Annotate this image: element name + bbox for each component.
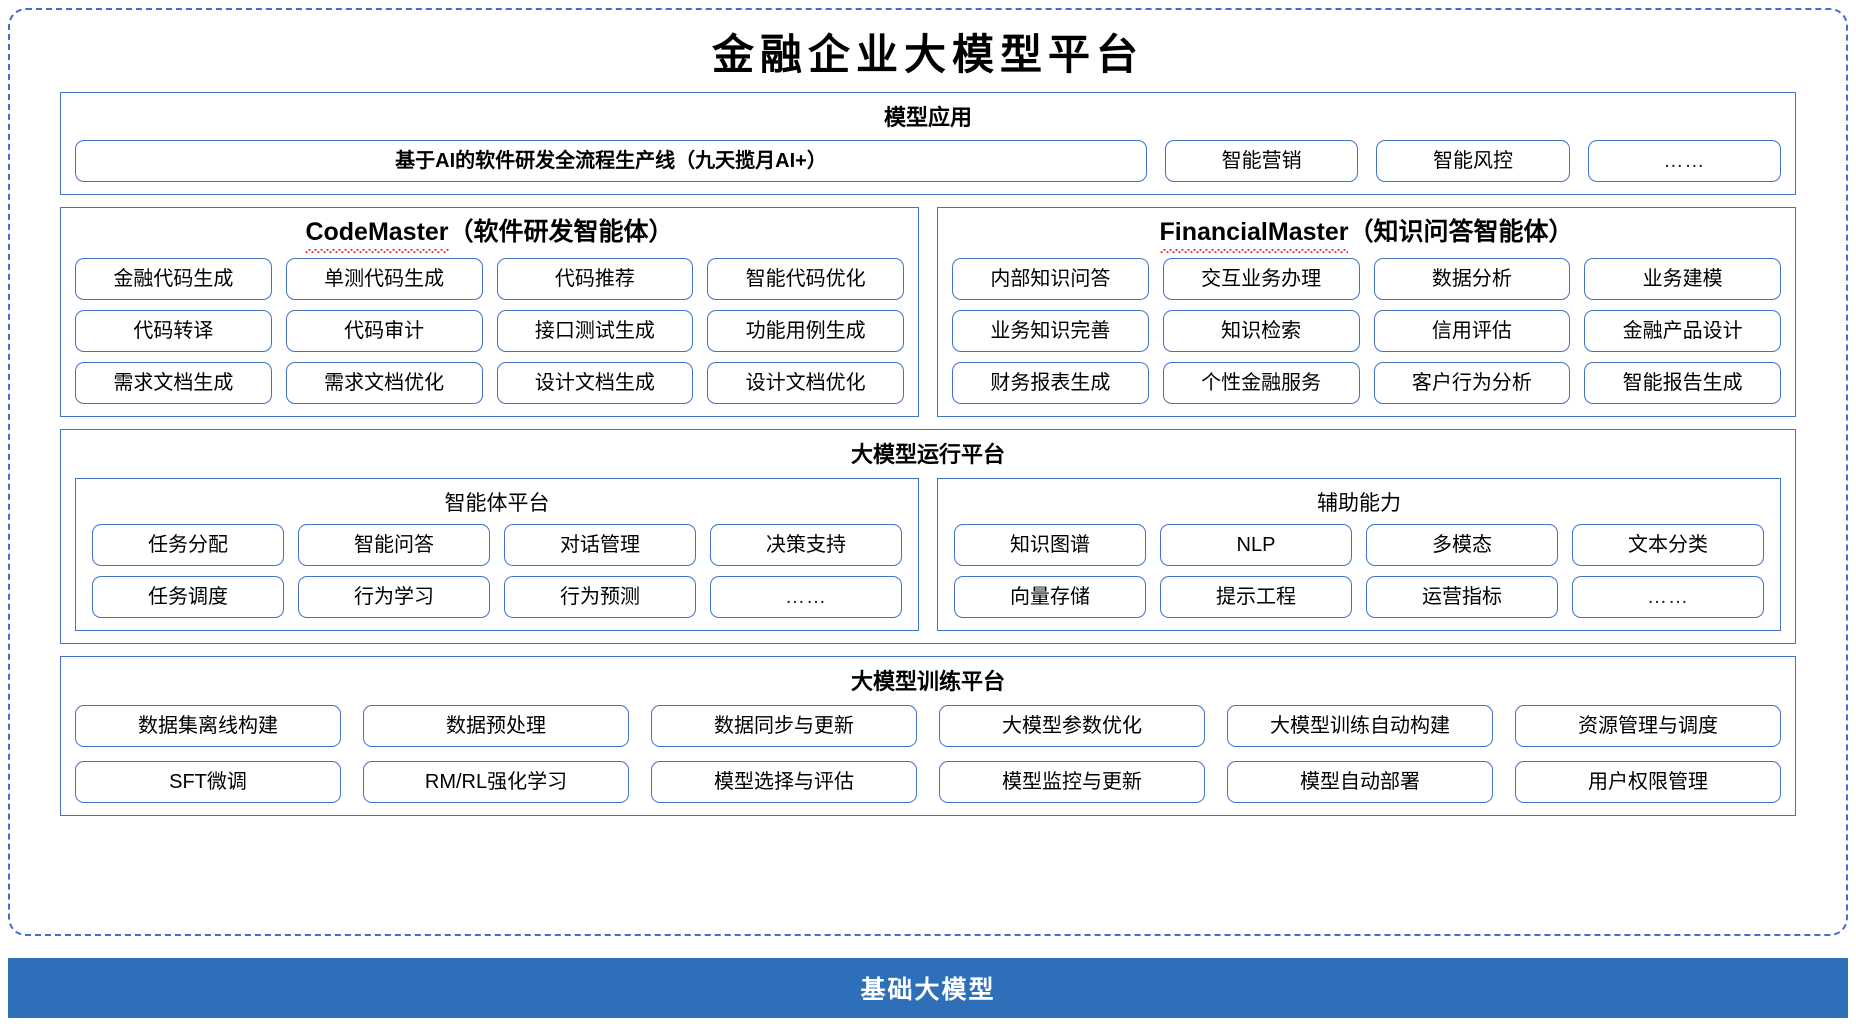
codemaster-item[interactable]: 设计文档生成 bbox=[496, 362, 694, 405]
agent-platform-item[interactable]: 智能问答 bbox=[298, 523, 490, 566]
app-flagship-pill[interactable]: 基于AI的软件研发全流程生产线（九天揽月AI+） bbox=[75, 140, 1147, 183]
codemaster-item[interactable]: 智能代码优化 bbox=[707, 258, 904, 301]
agent-suffix-financialmaster: （知识问答智能体） bbox=[1348, 218, 1574, 247]
financialmaster-item[interactable]: 知识检索 bbox=[1162, 310, 1360, 353]
codemaster-row-1: 金融代码生成 单测代码生成 代码推荐 智能代码优化 bbox=[75, 258, 904, 301]
codemaster-item[interactable]: 金融代码生成 bbox=[75, 258, 272, 301]
section-title-training-platform: 大模型训练平台 bbox=[850, 668, 1005, 694]
training-item[interactable]: 资源管理与调度 bbox=[1515, 704, 1781, 747]
codemaster-item[interactable]: 需求文档优化 bbox=[285, 362, 483, 405]
auxiliary-row-1: 知识图谱 NLP 多模态 文本分类 bbox=[954, 523, 1764, 566]
financialmaster-item[interactable]: 业务知识完善 bbox=[952, 310, 1149, 353]
app-pill-risk-control[interactable]: 智能风控 bbox=[1376, 140, 1570, 183]
training-item[interactable]: 数据同步与更新 bbox=[651, 704, 917, 747]
financialmaster-item[interactable]: 金融产品设计 bbox=[1584, 310, 1781, 353]
codemaster-row-2: 代码转译 代码审计 接口测试生成 功能用例生成 bbox=[75, 310, 904, 353]
codemaster-row-3: 需求文档生成 需求文档优化 设计文档生成 设计文档优化 bbox=[75, 362, 904, 405]
training-item[interactable]: 数据预处理 bbox=[363, 704, 629, 747]
financialmaster-item[interactable]: 客户行为分析 bbox=[1373, 362, 1571, 405]
agent-name-codemaster: CodeMaster bbox=[305, 216, 449, 253]
run-platform-panels: 智能体平台 任务分配 智能问答 对话管理 决策支持 任务调度 行为学习 行为预测… bbox=[75, 477, 1781, 631]
financialmaster-row-2: 业务知识完善 知识检索 信用评估 金融产品设计 bbox=[952, 310, 1781, 353]
training-item[interactable]: 模型选择与评估 bbox=[651, 760, 917, 803]
financialmaster-row-3: 财务报表生成 个性金融服务 客户行为分析 智能报告生成 bbox=[952, 362, 1781, 405]
agent-platform-row-2: 任务调度 行为学习 行为预测 …… bbox=[92, 575, 902, 618]
codemaster-item[interactable]: 代码转译 bbox=[75, 310, 272, 353]
codemaster-item[interactable]: 单测代码生成 bbox=[285, 258, 483, 301]
agent-platform-item[interactable]: 任务调度 bbox=[92, 575, 284, 618]
panel-auxiliary-capability: 辅助能力 知识图谱 NLP 多模态 文本分类 向量存储 提示工程 运营指标 …… bbox=[937, 477, 1781, 631]
agent-box-codemaster: CodeMaster（软件研发智能体） 金融代码生成 单测代码生成 代码推荐 智… bbox=[60, 207, 919, 418]
auxiliary-item[interactable]: 知识图谱 bbox=[954, 523, 1146, 566]
training-item[interactable]: 模型监控与更新 bbox=[939, 760, 1205, 803]
training-item[interactable]: 模型自动部署 bbox=[1227, 760, 1493, 803]
auxiliary-item[interactable]: 文本分类 bbox=[1572, 523, 1764, 566]
financialmaster-item[interactable]: 个性金融服务 bbox=[1162, 362, 1360, 405]
financialmaster-item[interactable]: 内部知识问答 bbox=[952, 258, 1149, 301]
section-title-model-application: 模型应用 bbox=[883, 104, 972, 130]
section-training-platform: 大模型训练平台 数据集离线构建 数据预处理 数据同步与更新 大模型参数优化 大模… bbox=[60, 655, 1796, 816]
financialmaster-row-1: 内部知识问答 交互业务办理 数据分析 业务建模 bbox=[952, 258, 1781, 301]
section-title-run-platform: 大模型运行平台 bbox=[850, 442, 1005, 468]
base-model-bar: 基础大模型 bbox=[8, 958, 1848, 1018]
training-platform-grid: 数据集离线构建 数据预处理 数据同步与更新 大模型参数优化 大模型训练自动构建 … bbox=[75, 704, 1781, 803]
panel-title-auxiliary-capability: 辅助能力 bbox=[1317, 491, 1401, 515]
agent-title-financialmaster: FinancialMaster（知识问答智能体） bbox=[952, 214, 1781, 258]
training-item[interactable]: 大模型参数优化 bbox=[939, 704, 1205, 747]
agent-platform-item[interactable]: 行为预测 bbox=[504, 575, 696, 618]
agent-platform-item[interactable]: 行为学习 bbox=[298, 575, 490, 618]
agent-platform-item[interactable]: 决策支持 bbox=[710, 523, 902, 566]
section-run-platform: 大模型运行平台 智能体平台 任务分配 智能问答 对话管理 决策支持 任务调度 行… bbox=[60, 429, 1796, 644]
auxiliary-item[interactable]: 多模态 bbox=[1366, 523, 1558, 566]
auxiliary-item[interactable]: NLP bbox=[1160, 523, 1352, 566]
codemaster-item[interactable]: 接口测试生成 bbox=[496, 310, 694, 353]
auxiliary-row-2: 向量存储 提示工程 运营指标 …… bbox=[954, 575, 1764, 618]
training-item[interactable]: 大模型训练自动构建 bbox=[1227, 704, 1493, 747]
app-pill-more[interactable]: …… bbox=[1587, 140, 1781, 183]
auxiliary-item-more[interactable]: …… bbox=[1572, 575, 1764, 618]
panel-agent-platform: 智能体平台 任务分配 智能问答 对话管理 决策支持 任务调度 行为学习 行为预测… bbox=[75, 477, 919, 631]
agent-platform-item[interactable]: 任务分配 bbox=[92, 523, 284, 566]
training-item[interactable]: 数据集离线构建 bbox=[75, 704, 341, 747]
agent-box-financialmaster: FinancialMaster（知识问答智能体） 内部知识问答 交互业务办理 数… bbox=[937, 207, 1796, 418]
codemaster-item[interactable]: 需求文档生成 bbox=[75, 362, 272, 405]
financialmaster-item[interactable]: 信用评估 bbox=[1373, 310, 1571, 353]
training-item[interactable]: 用户权限管理 bbox=[1515, 760, 1781, 803]
agent-platform-item[interactable]: 对话管理 bbox=[504, 523, 696, 566]
financialmaster-item[interactable]: 业务建模 bbox=[1584, 258, 1781, 301]
app-pill-marketing[interactable]: 智能营销 bbox=[1165, 140, 1359, 183]
financialmaster-item[interactable]: 数据分析 bbox=[1373, 258, 1571, 301]
agent-platform-row-1: 任务分配 智能问答 对话管理 决策支持 bbox=[92, 523, 902, 566]
codemaster-item[interactable]: 设计文档优化 bbox=[707, 362, 904, 405]
agents-container: CodeMaster（软件研发智能体） 金融代码生成 单测代码生成 代码推荐 智… bbox=[60, 207, 1796, 418]
platform-frame: 金融企业大模型平台 模型应用 基于AI的软件研发全流程生产线（九天揽月AI+） … bbox=[8, 8, 1848, 936]
agent-title-codemaster: CodeMaster（软件研发智能体） bbox=[75, 214, 904, 258]
financialmaster-item[interactable]: 财务报表生成 bbox=[952, 362, 1149, 405]
financialmaster-item[interactable]: 交互业务办理 bbox=[1162, 258, 1360, 301]
model-application-row: 基于AI的软件研发全流程生产线（九天揽月AI+） 智能营销 智能风控 …… bbox=[75, 140, 1781, 183]
auxiliary-item[interactable]: 运营指标 bbox=[1366, 575, 1558, 618]
auxiliary-item[interactable]: 提示工程 bbox=[1160, 575, 1352, 618]
panel-title-agent-platform: 智能体平台 bbox=[444, 491, 550, 515]
training-item[interactable]: SFT微调 bbox=[75, 760, 341, 803]
auxiliary-item[interactable]: 向量存储 bbox=[954, 575, 1146, 618]
agent-suffix-codemaster: （软件研发智能体） bbox=[448, 218, 674, 247]
financialmaster-item[interactable]: 智能报告生成 bbox=[1584, 362, 1781, 405]
section-model-application: 模型应用 基于AI的软件研发全流程生产线（九天揽月AI+） 智能营销 智能风控 … bbox=[60, 91, 1796, 196]
agent-platform-item-more[interactable]: …… bbox=[710, 575, 902, 618]
training-item[interactable]: RM/RL强化学习 bbox=[363, 760, 629, 803]
codemaster-item[interactable]: 代码推荐 bbox=[496, 258, 694, 301]
codemaster-item[interactable]: 功能用例生成 bbox=[707, 310, 904, 353]
codemaster-item[interactable]: 代码审计 bbox=[285, 310, 483, 353]
page-title: 金融企业大模型平台 bbox=[711, 31, 1144, 78]
agent-name-financialmaster: FinancialMaster bbox=[1159, 216, 1348, 253]
